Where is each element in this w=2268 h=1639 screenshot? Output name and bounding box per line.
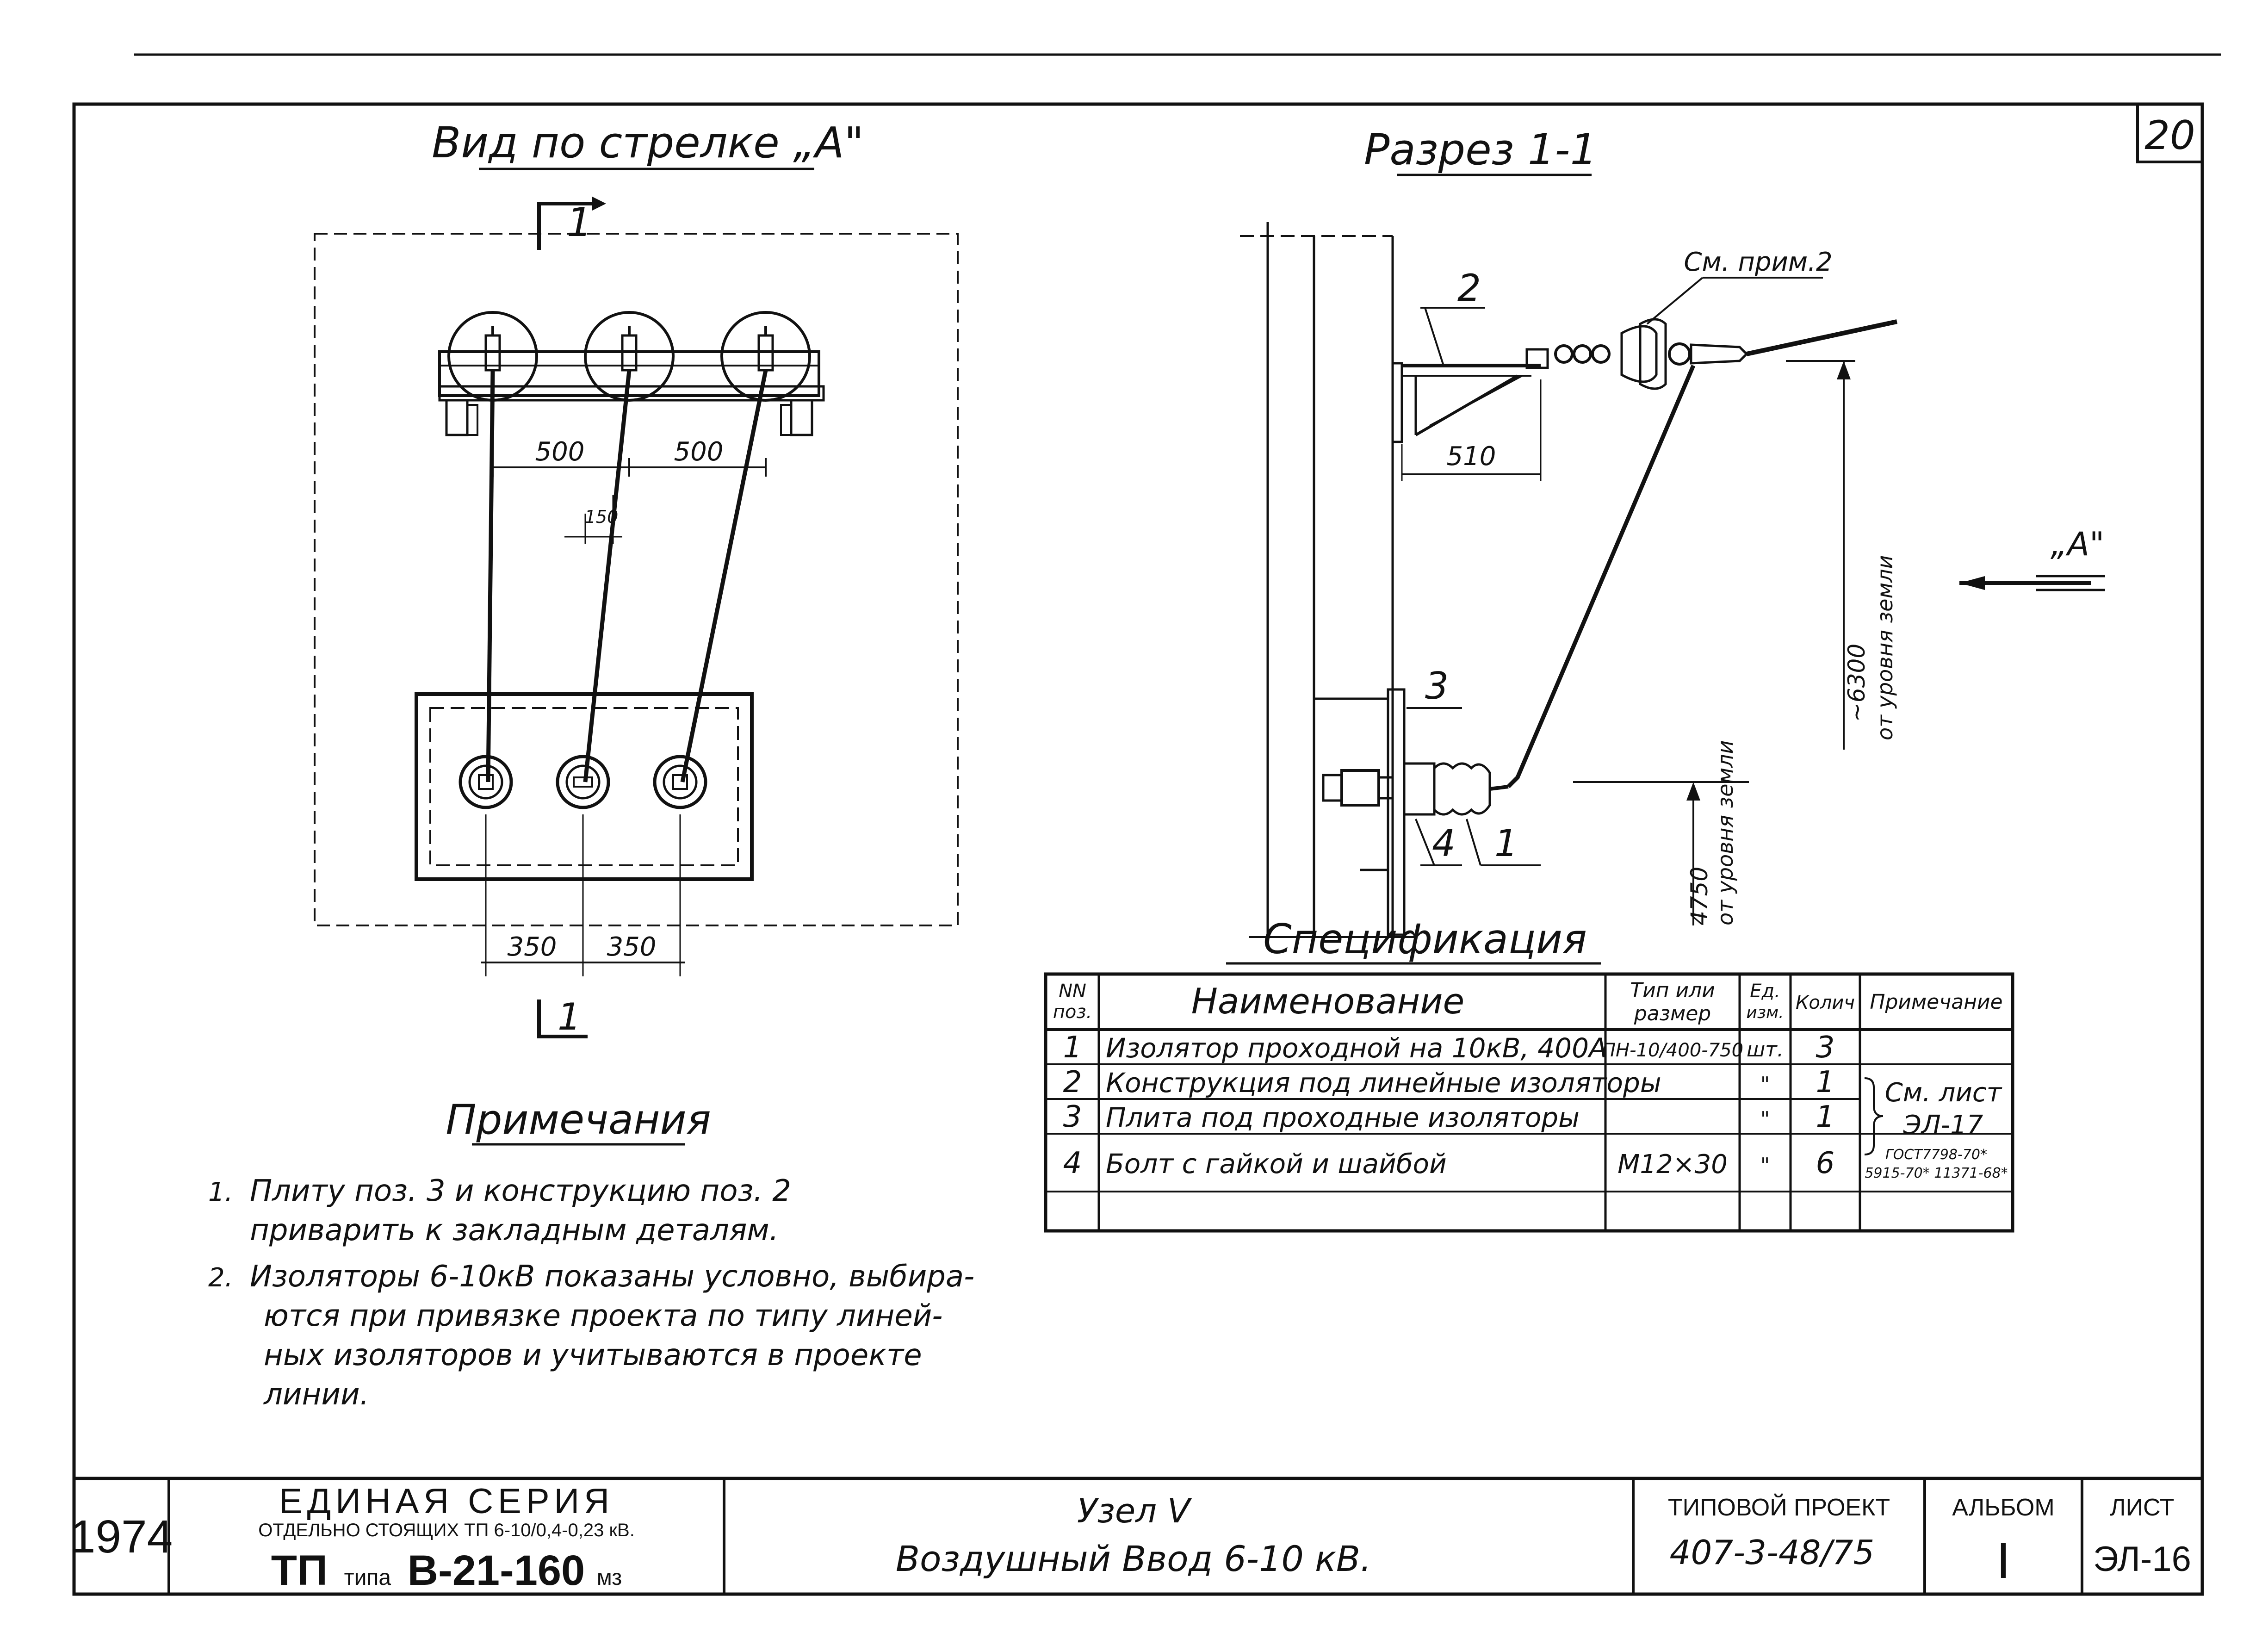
spec-row-2-name: Конструкция под линейные изоляторы [1106, 1067, 1661, 1099]
tp-type: В-21-160 [408, 1547, 585, 1594]
spec-row-2-qty: 1 [1816, 1065, 1835, 1099]
view-a-title: Вид по стрелке „А" [432, 118, 864, 168]
note-2-line-1: Изоляторы 6-10кВ показаны условно, выбир… [250, 1260, 974, 1294]
sheet-number: 20 [2144, 112, 2195, 159]
note-ref: См. прим.2 [1684, 247, 1832, 277]
spec-table: Спецификация NN поз. Наименование Тип ил… [1044, 915, 2014, 1233]
series-title: ЕДИНАЯ СЕРИЯ [279, 1482, 614, 1521]
arrow-a-label: „А" [2051, 525, 2104, 563]
spec-row-3-qty: 1 [1816, 1100, 1835, 1134]
dim-500-left: 500 [535, 437, 585, 467]
notes: Примечания 1. Плиту поз. 3 и конструкцию… [208, 1096, 974, 1412]
descending-wire [1506, 365, 1696, 788]
wire-right [680, 370, 768, 782]
sheet-number-box [2136, 103, 2204, 163]
dim-150: 150 [585, 507, 619, 527]
spec-row-4-note-1: ГОСТ7798-70* [1885, 1147, 1987, 1163]
plate [415, 692, 754, 881]
spec-row-3-name: Плита под проходные изоляторы [1106, 1102, 1580, 1133]
spec-h-type-2: размер [1634, 1002, 1711, 1025]
project-number: 407-3-48/75 [1670, 1533, 1875, 1572]
album-label: АЛЬБОМ [1952, 1494, 2054, 1521]
note-2-line-2: ются при привязке проекта по типу линей- [264, 1299, 942, 1333]
title-block: 1974 ЕДИНАЯ СЕРИЯ ОТДЕЛЬНО СТОЯЩИХ ТП 6-… [70, 1477, 2202, 1594]
through-insulator-right [653, 755, 707, 809]
height-6300: ~6300 [1843, 644, 1870, 722]
tp-line: ТП типа В-21-160 мз [271, 1547, 622, 1594]
spec-title: Спецификация [1263, 915, 1587, 963]
spec-h-name: Наименование [1191, 981, 1465, 1022]
spec-row-1-type: ПН-10/400-750 [1602, 1040, 1743, 1061]
wall-outline-dashed [314, 233, 959, 926]
note-1-line-2: приварить к закладным деталям. [250, 1213, 779, 1248]
spec-row-4-unit: " [1760, 1154, 1770, 1177]
spec-row-4-type: М12×30 [1617, 1149, 1728, 1180]
sheet-frame [72, 102, 2204, 1596]
spec-row-2-unit: " [1760, 1073, 1770, 1096]
spec-row-1-unit: шт. [1747, 1038, 1784, 1062]
tp-type-word: типа [344, 1565, 391, 1590]
through-insulator-middle [556, 755, 610, 809]
note-2-num: 2. [208, 1263, 233, 1293]
note-2-line-4: линии. [263, 1378, 369, 1412]
spec-h-unit-1: Ед. [1750, 981, 1780, 1002]
height-4750-sub: от уровня земли [1713, 740, 1738, 925]
spec-h-pos-1: NN [1059, 981, 1086, 1002]
height-4750: 4750 [1686, 867, 1713, 925]
spec-h-note: Примечание [1870, 990, 2002, 1014]
pos-2-label: 2 [1457, 267, 1481, 310]
spec-row-1-name: Изолятор проходной на 10кВ, 400А [1106, 1032, 1607, 1064]
spec-h-unit-2: изм. [1746, 1003, 1784, 1022]
spec-row-4-pos: 4 [1063, 1146, 1082, 1180]
section-title: Разрез 1-1 [1364, 125, 1597, 174]
dim-510: 510 [1447, 441, 1496, 472]
spec-h-qty: Колич [1796, 992, 1855, 1013]
note-1-line-1: Плиту поз. 3 и конструкцию поз. 2 [250, 1174, 791, 1208]
spec-row-4-name: Болт с гайкой и шайбой [1106, 1148, 1447, 1180]
note-2-line-3: ных изоляторов и учитываются в проекте [264, 1338, 922, 1372]
note-1-num: 1. [208, 1177, 233, 1207]
spec-h-type-1: Тип или [1630, 979, 1715, 1002]
height-6300-sub: от уровня земли [1872, 555, 1897, 740]
spec-group-note-1: См. лист [1885, 1078, 2002, 1108]
node-description: Воздушный Ввод 6-10 кВ. [896, 1538, 1371, 1579]
sheet-label: ЛИСТ [2110, 1494, 2174, 1521]
tp-prefix: ТП [271, 1547, 328, 1594]
spec-row-2-pos: 2 [1063, 1065, 1082, 1099]
spec-row-4-qty: 6 [1816, 1146, 1835, 1180]
section-mark-bottom: 1 [558, 995, 581, 1038]
wire-left [486, 370, 495, 782]
pos-4-label: 4 [1432, 822, 1456, 865]
pos-1-label: 1 [1494, 822, 1518, 865]
project-label: ТИПОВОЙ ПРОЕКТ [1668, 1494, 1890, 1521]
spec-row-4-note-2: 5915-70* 11371-68* [1865, 1165, 2008, 1181]
section-mark-top: 1 [567, 199, 592, 246]
through-insulator-left [459, 755, 513, 809]
wire-middle [583, 370, 632, 782]
title-year: 1974 [70, 1511, 173, 1563]
spec-h-pos-2: поз. [1053, 1001, 1092, 1023]
album-value: I [1996, 1532, 2011, 1589]
view-a: Вид по стрелке „А" 1 [314, 118, 959, 1038]
spec-row-3-pos: 3 [1063, 1100, 1082, 1134]
dim-500-right: 500 [674, 437, 724, 467]
node-label: Узел V [1077, 1491, 1192, 1530]
spec-row-1-qty: 3 [1816, 1031, 1835, 1065]
sheet-value: ЭЛ-16 [2093, 1540, 2191, 1579]
dim-350-left: 350 [508, 932, 557, 962]
spec-row-3-unit: " [1760, 1107, 1770, 1131]
section-1-1: Разрез 1-1 2 510 [1240, 125, 2105, 938]
dim-350-right: 350 [607, 932, 657, 962]
series-sub: ОТДЕЛЬНО СТОЯЩИХ ТП 6-10/0,4-0,23 кВ. [258, 1520, 635, 1540]
spec-row-1-pos: 1 [1063, 1031, 1082, 1065]
pos-3-label: 3 [1425, 664, 1449, 708]
notes-title: Примечания [446, 1096, 711, 1143]
tp-suffix: мз [597, 1565, 622, 1590]
spec-group-note-2: ЭЛ-17 [1903, 1110, 1983, 1140]
